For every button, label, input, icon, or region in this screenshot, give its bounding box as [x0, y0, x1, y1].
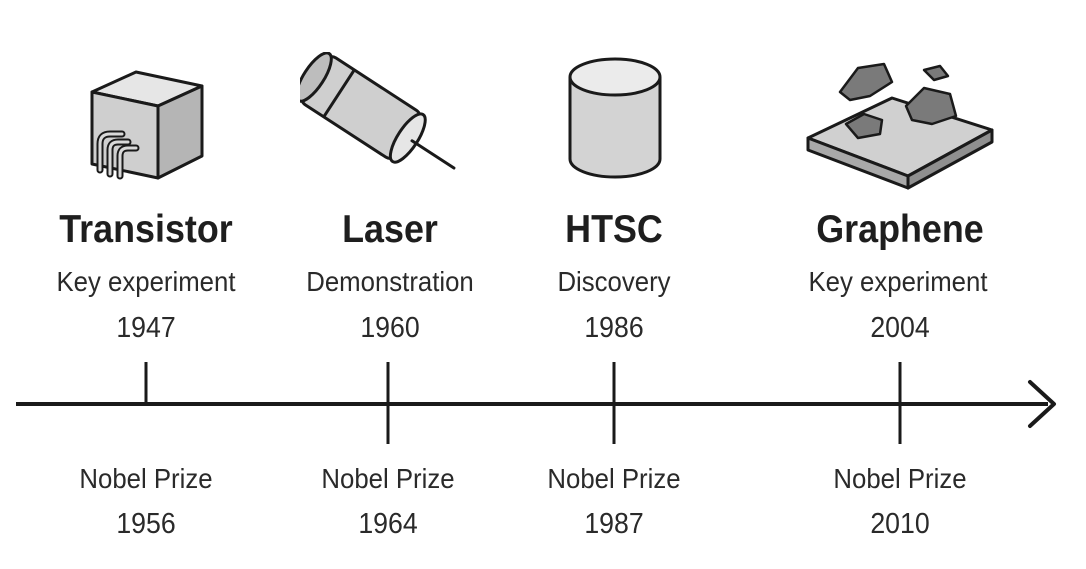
event-type-htsc: Discovery [557, 266, 671, 297]
graphene-flakes-icon [806, 62, 994, 190]
event-type-transistor: Key experiment [56, 266, 236, 297]
prize-label-htsc: Nobel Prize [547, 463, 681, 494]
event-title-graphene: Graphene [816, 208, 984, 251]
laser-icon [300, 52, 456, 170]
event-year-htsc: 1986 [584, 312, 644, 344]
prize-year-laser: 1964 [358, 508, 418, 540]
axis-arrowhead [1028, 380, 1056, 428]
event-title-htsc: HTSC [565, 208, 663, 251]
event-year-transistor: 1947 [116, 312, 176, 344]
superconductor-cylinder-icon [568, 57, 662, 179]
prize-label-graphene: Nobel Prize [833, 463, 967, 494]
event-type-graphene: Key experiment [808, 266, 988, 297]
transistor-icon [90, 70, 204, 180]
prize-year-graphene: 2010 [870, 508, 930, 540]
event-title-transistor: Transistor [59, 208, 233, 251]
prize-year-htsc: 1987 [584, 508, 644, 540]
prize-year-transistor: 1956 [116, 508, 176, 540]
prize-label-laser: Nobel Prize [321, 463, 455, 494]
event-title-laser: Laser [342, 208, 438, 251]
prize-label-transistor: Nobel Prize [79, 463, 213, 494]
event-type-laser: Demonstration [306, 266, 474, 297]
event-year-graphene: 2004 [870, 312, 930, 344]
event-year-laser: 1960 [360, 312, 420, 344]
